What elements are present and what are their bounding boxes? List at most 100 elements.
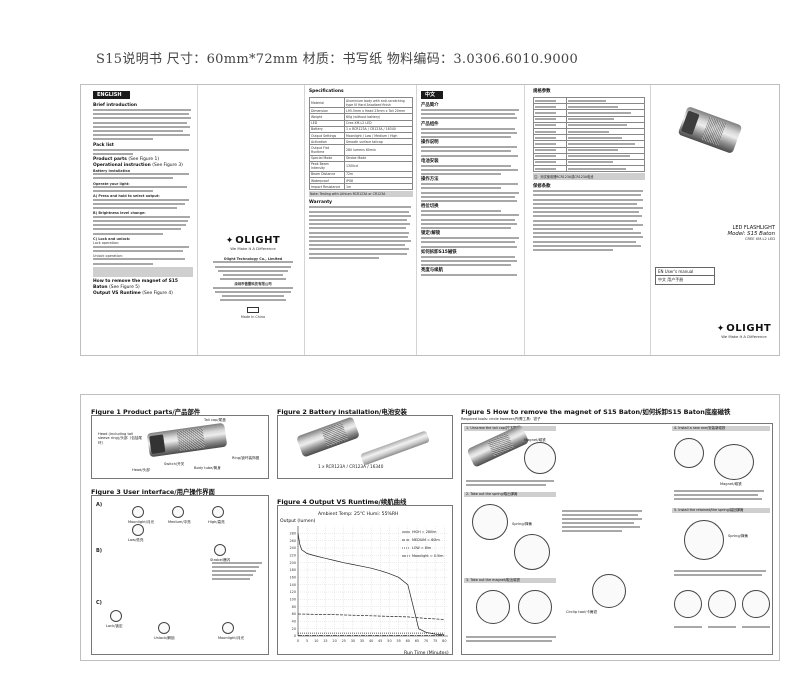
step2-circle-b: [514, 534, 550, 570]
note-bar: [93, 266, 193, 277]
x-tick-label: 30: [351, 639, 355, 643]
tailcap-press-icon: [110, 610, 122, 622]
y-tick-label: 160: [290, 576, 296, 580]
step5-circle-d: [742, 590, 770, 618]
ui-mode-label: Medium/中亮: [168, 520, 191, 524]
figure3-title: Figure 3 User interface/用户操作界面: [91, 488, 215, 496]
step5-label: 5. Install the retained/the spring/装回弹簧: [672, 508, 770, 513]
cn-warranty-title: 保修条款: [533, 184, 551, 190]
ui-mode-label: Lock/锁定: [106, 624, 123, 628]
cn-section-title: 锁定/解锁: [421, 231, 441, 237]
cover-tagline: We Make It A Difference: [721, 334, 767, 339]
y-tick-label: 200: [290, 561, 296, 565]
x-tick-label: 20: [332, 639, 336, 643]
legend-label: HIGH = 280lm: [412, 530, 437, 534]
ui-mode-label: Strobe/爆闪: [210, 558, 231, 562]
x-tick-label: 65: [415, 639, 419, 643]
english-panel: ENGLISH Brief introduction Pack list Pro…: [81, 85, 198, 355]
step5-circle-b: [674, 590, 702, 618]
tailcap-press-icon: [214, 544, 226, 556]
step5-circle-c: [708, 590, 736, 618]
step2-circle-a: [472, 504, 508, 540]
chinese-panel: 中文 产品简介产品组件操作说明电池安装操作方法档位切换锁定/解锁如何拆卸S15磁…: [417, 85, 525, 355]
product-name: LED FLASHLIGHT: [732, 225, 775, 231]
legend-label: MEDIUM = 60lm: [412, 538, 440, 542]
flashlight-parts-image: [146, 422, 228, 458]
x-tick-label: 15: [323, 639, 327, 643]
star-icon: ✦: [225, 235, 234, 246]
y-tick-label: 40: [292, 620, 296, 624]
x-tick-label: 40: [369, 639, 373, 643]
x-tick-label: 0: [297, 639, 299, 643]
label-spring-2: Spring/弹簧: [728, 534, 748, 538]
callout-ring: Ring/锁环装饰圈: [232, 456, 260, 460]
cn-section-title: 产品简介: [421, 103, 439, 108]
manual-en-label: EN User's manual: [656, 268, 714, 276]
spec-label: Special Mode: [308, 154, 346, 162]
tab-chinese: 中文: [421, 91, 444, 99]
brightness-title: B) Brightness level change:: [93, 211, 146, 216]
made-in-china: Made In China: [240, 315, 266, 320]
x-tick-label: 10: [314, 639, 318, 643]
spec-value: 1300cd: [344, 160, 413, 172]
x-tick-label: 50: [387, 639, 391, 643]
ce-mark-icon: [247, 307, 259, 314]
spec-value: Aluminium body with anti-scratching type…: [344, 96, 413, 109]
y-tick-label: 0: [294, 634, 296, 638]
step3-circle-a: [476, 590, 510, 624]
warranty-title: Warranty: [309, 200, 333, 206]
x-tick-label: 5: [306, 639, 308, 643]
x-tick-label: 75: [433, 639, 437, 643]
figure1-title: Figure 1 Product parts/产品部件: [91, 408, 201, 416]
cn-spec-title: 规格参数: [533, 89, 551, 94]
tailcap-press-icon: [132, 506, 144, 518]
step4-circle-a: [674, 438, 704, 468]
tailcap-press-icon: [222, 622, 234, 634]
callout-head: Head/头部: [132, 468, 150, 472]
company-panel: ✦ OLIGHT We Make It A Difference Olight …: [198, 85, 305, 355]
callout-tailcap: Tail cap/尾盖: [204, 418, 226, 422]
cover-olight-logo: ✦ OLIGHT We Make It A Difference: [709, 323, 779, 339]
y-tick-label: 60: [292, 612, 296, 616]
document-header: S15说明书 尺寸：60mm*72mm 材质：书写纸 物料编码：3.0306.6…: [96, 52, 579, 67]
tab-english: ENGLISH: [93, 91, 130, 99]
figure2-box: 1 x RCR123A / CR123A / 16340: [277, 415, 453, 479]
levels-title: A) Press and hold to select output:: [93, 194, 160, 199]
warranty-text: [309, 206, 413, 259]
logo-tagline: We Make It A Difference: [230, 246, 276, 251]
callout-head-ring: Head (including tail sleeve ring)/头部（包括尾…: [98, 432, 142, 445]
y-tick-label: 220: [290, 554, 296, 558]
spec-label: Peak Beam Intensity: [308, 160, 346, 172]
y-tick-label: 260: [290, 539, 296, 543]
figure2-title: Figure 2 Battery installation/电池安装: [277, 408, 407, 416]
figure5-box: 1. Unscrew the tail cap/拧下尾盖 Magnet/磁铁 2…: [461, 423, 773, 655]
y-tick-label: 240: [290, 546, 296, 550]
y-tick-label: 100: [290, 598, 296, 602]
label-spring-1: Spring/弹簧: [512, 522, 532, 526]
label-magnet-1: Magnet/磁铁: [524, 438, 546, 442]
y-tick-label: 80: [292, 605, 296, 609]
spec-label: Output Flat Runtime: [308, 144, 346, 156]
chart-ylabel: Output (lumen): [280, 518, 316, 524]
step3-circle-b: [518, 590, 552, 624]
operate-light-label: Operate your light:: [93, 181, 130, 186]
spec-value: 280 lumens 60min: [344, 144, 413, 156]
step2-label: 2. Take out the spring/取出弹簧: [464, 492, 556, 497]
x-tick-label: 70: [424, 639, 428, 643]
callout-body: Body tube/筒身: [194, 466, 221, 470]
ui-mode-label: Unlock/解锁: [154, 636, 175, 640]
y-tick-label: 140: [290, 583, 296, 587]
ui-section-letter: A): [96, 502, 103, 508]
figure1-box: Tail cap/尾盖 Head (including tail sleeve …: [91, 415, 269, 479]
tailcap-press-icon: [172, 506, 184, 518]
chinese-sections: 产品简介产品组件操作说明电池安装操作方法档位切换锁定/解锁如何拆卸S15磁铁亮度…: [421, 103, 521, 278]
